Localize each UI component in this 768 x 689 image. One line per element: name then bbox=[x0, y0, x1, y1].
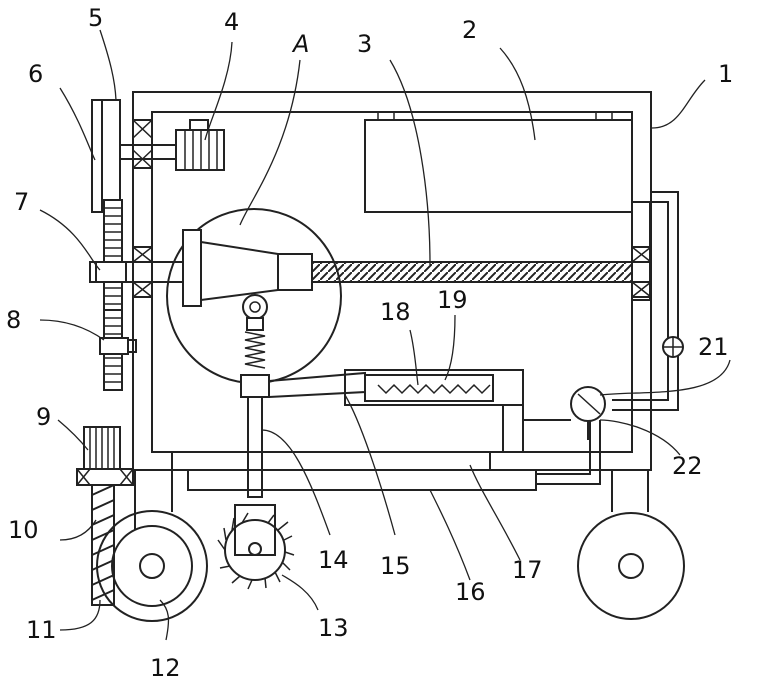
right-wheel bbox=[578, 470, 684, 619]
label-13: 13 bbox=[318, 614, 349, 642]
motor-4 bbox=[176, 120, 224, 170]
label-17: 17 bbox=[512, 556, 543, 584]
label-18: 18 bbox=[380, 298, 411, 326]
top-box bbox=[365, 120, 632, 212]
worm-10 bbox=[92, 485, 114, 605]
label-21: 21 bbox=[698, 333, 729, 361]
label-3: 3 bbox=[357, 30, 372, 58]
label-10: 10 bbox=[8, 516, 39, 544]
label-4: 4 bbox=[224, 8, 239, 36]
bottom-plate bbox=[172, 420, 600, 490]
label-2: 2 bbox=[462, 16, 477, 44]
cutter-13 bbox=[218, 505, 294, 589]
lead-screw bbox=[90, 247, 651, 297]
gear-8 bbox=[100, 310, 136, 390]
pump-22 bbox=[522, 387, 605, 440]
label-1: 1 bbox=[718, 60, 733, 88]
leader-lines bbox=[40, 30, 730, 640]
label-12: 12 bbox=[150, 654, 181, 682]
label-6: 6 bbox=[28, 60, 43, 88]
label-7: 7 bbox=[14, 188, 29, 216]
label-9: 9 bbox=[36, 403, 51, 431]
valve-21 bbox=[663, 337, 683, 357]
label-19: 19 bbox=[437, 286, 468, 314]
right-slide bbox=[612, 192, 678, 410]
label-5: 5 bbox=[88, 4, 103, 32]
label-16: 16 bbox=[455, 578, 486, 606]
label-15: 15 bbox=[380, 552, 411, 580]
label-a: A bbox=[291, 30, 309, 58]
spring-box bbox=[345, 370, 523, 452]
label-14: 14 bbox=[318, 546, 349, 574]
motor-9 bbox=[77, 427, 133, 485]
label-11: 11 bbox=[26, 616, 57, 644]
gear-7 bbox=[96, 200, 126, 310]
upper-drive bbox=[120, 120, 180, 168]
detail-circle-a bbox=[167, 209, 341, 397]
pulley-5-6 bbox=[92, 100, 120, 212]
label-8: 8 bbox=[6, 306, 21, 334]
label-22: 22 bbox=[672, 452, 703, 480]
